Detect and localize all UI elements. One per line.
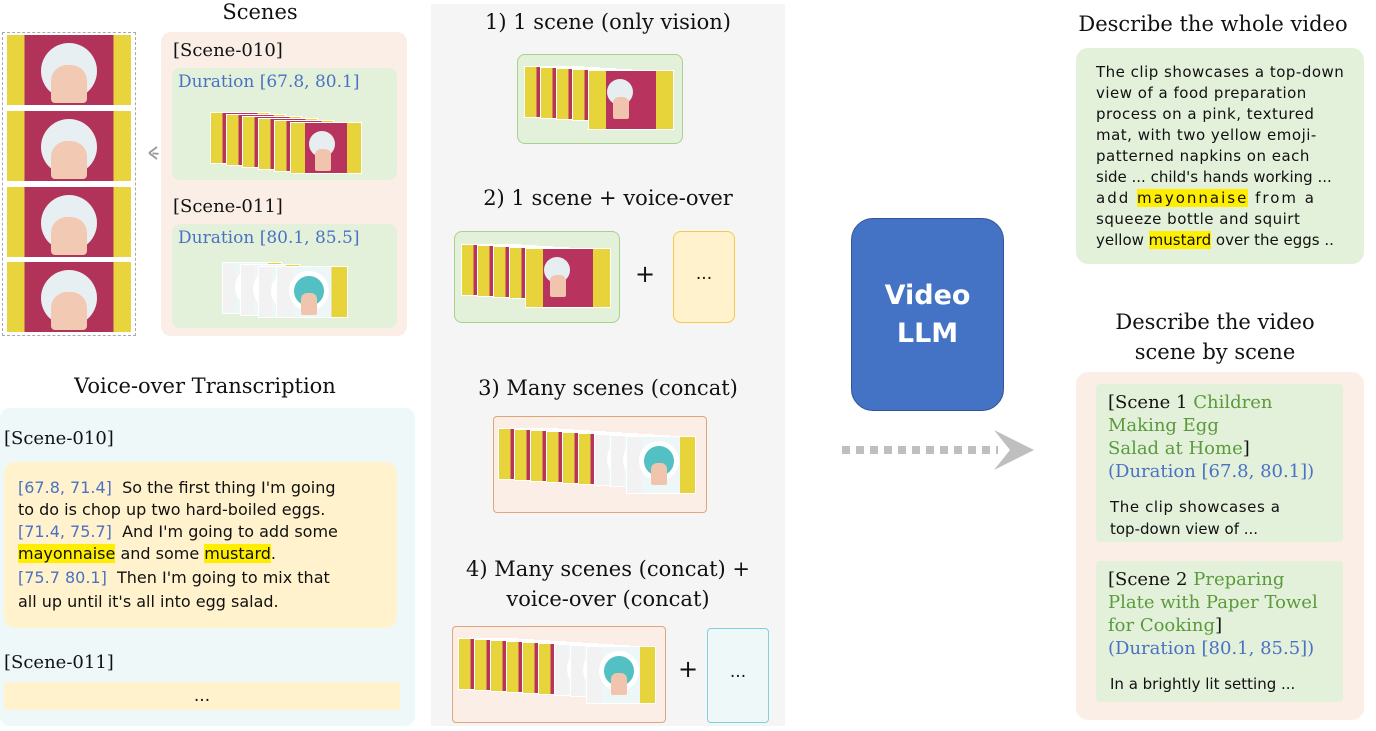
scene-2-close: ]: [1215, 615, 1223, 636]
voiceover-line-5: [75.7 80.1] Then I'm going to mix that: [18, 568, 330, 587]
scene-010-label: [Scene-010]: [173, 40, 283, 61]
scene-1-name: Salad at Home: [1108, 438, 1243, 459]
output-arrow: [842, 430, 1034, 470]
method-4-title-line1: 4) Many scenes (concat) +: [466, 557, 750, 581]
scene-1-name: Making Egg: [1108, 415, 1219, 436]
whole-video-line: process on a pink, textured: [1096, 105, 1315, 123]
scene-1-card: [1096, 384, 1343, 542]
whole-video-line: squeeze bottle and squirt: [1096, 210, 1301, 228]
scene-1-duration: (Duration [67.8, 80.1]): [1108, 461, 1315, 482]
method-4-voiceover-box: [707, 628, 769, 723]
whole-video-line: side ... child's hands working ...: [1096, 168, 1332, 186]
whole-video-card: [1076, 48, 1364, 264]
scene-2-name: Preparing: [1193, 569, 1285, 590]
scene-2-name: Plate with Paper Towel: [1108, 592, 1318, 613]
scene-1-text-line: top-down view of ...: [1110, 520, 1259, 538]
voiceover-line-3: [71.4, 75.7] And I'm going to add some: [18, 522, 338, 541]
voiceover-scene-011-card: [4, 682, 400, 710]
scenes-title: Scenes: [222, 0, 298, 24]
scene-2-duration: (Duration [80.1, 85.5]): [1108, 638, 1315, 659]
whole-video-text: The clip showcases a top-down view of a …: [1096, 62, 1344, 251]
method-2-plus: +: [635, 260, 656, 288]
scene-by-scene-title-line2: scene by scene: [1134, 340, 1296, 364]
method-4-voiceover-text: ...: [729, 662, 747, 682]
method-1-title: 1) 1 scene (only vision): [485, 10, 731, 34]
highlight-mustard: mustard: [204, 544, 271, 563]
method-2-voiceover-text: ...: [695, 264, 713, 284]
method-4-title-line2: voice-over (concat): [506, 587, 710, 611]
whole-video-line: yellow mustard over the eggs ..: [1096, 230, 1344, 251]
video-llm-box: [851, 218, 1004, 411]
transcript-text: .: [270, 544, 276, 563]
text: from a: [1255, 189, 1316, 207]
scene-2-prefix: [Scene 2: [1108, 569, 1188, 590]
method-3-title: 3) Many scenes (concat): [478, 376, 738, 400]
scene-011-duration: Duration [80.1, 85.5]: [178, 228, 360, 248]
scene-frame-strip: [2, 32, 136, 336]
scene-1-close: ]: [1242, 438, 1250, 459]
transcript-text: So the first thing I'm going: [122, 478, 336, 497]
method-4-plus: +: [678, 655, 699, 683]
highlight-mayonnaise: mayonnaise: [1137, 189, 1249, 207]
text: add: [1096, 189, 1131, 207]
scene-2-name: for Cooking: [1108, 615, 1216, 636]
transcript-text: and some: [120, 544, 200, 563]
scene-1-name: Children: [1193, 392, 1273, 413]
video-llm-label-line2: LLM: [896, 318, 959, 349]
method-2-title: 2) 1 scene + voice-over: [483, 186, 733, 210]
voiceover-scene-010-label: [Scene-010]: [4, 428, 114, 449]
whole-video-line: patterned napkins on each: [1096, 147, 1310, 165]
voiceover-line-2: to do is chop up two hard-boiled eggs.: [18, 500, 326, 519]
transcript-text: And I'm going to add some: [122, 522, 338, 541]
scene-frame-2: [7, 111, 131, 181]
text: yellow: [1096, 231, 1144, 249]
whole-video-line: mat, with two yellow emoji-: [1096, 126, 1317, 144]
voiceover-scene-011-label: [Scene-011]: [4, 652, 114, 673]
scene-frame-3: [7, 187, 131, 257]
transcript-text: Then I'm going to mix that: [117, 568, 330, 587]
whole-video-line: add mayonnaise from a: [1096, 188, 1344, 209]
scene-1-text-line: The clip showcases a: [1110, 498, 1281, 516]
scene-010-duration: Duration [67.8, 80.1]: [178, 72, 360, 92]
scene-1-heading: [Scene 1 Children Making Egg Salad at Ho…: [1108, 391, 1314, 483]
voiceover-title: Voice-over Transcription: [74, 374, 336, 398]
whole-video-title: Describe the whole video: [1078, 12, 1348, 36]
scene-by-scene-title-line1: Describe the video: [1115, 310, 1315, 334]
highlight-mayonnaise: mayonnaise: [18, 544, 116, 563]
scene-frame-1: [7, 35, 131, 105]
scene-1-text: The clip showcases a top-down view of ..…: [1110, 496, 1281, 540]
whole-video-line: view of a food preparation: [1096, 84, 1307, 102]
scene-2-card: [1096, 561, 1343, 702]
timestamp: [67.8, 71.4]: [18, 478, 112, 497]
voiceover-line-1: [67.8, 71.4] So the first thing I'm goin…: [18, 478, 336, 497]
voiceover-line-4: mayonnaise and some mustard.: [18, 544, 276, 563]
scene-011-label: [Scene-011]: [173, 196, 283, 217]
scene-2-text: In a brightly lit setting ...: [1110, 675, 1296, 693]
scene-1-prefix: [Scene 1: [1108, 392, 1188, 413]
voiceover-line-6: all up until it's all into egg salad.: [18, 592, 279, 611]
timestamp: [75.7 80.1]: [18, 568, 107, 587]
scene-frame-4: [7, 262, 131, 332]
scene-2-heading: [Scene 2 Preparing Plate with Paper Towe…: [1108, 568, 1318, 660]
whole-video-line: The clip showcases a top-down: [1096, 63, 1345, 81]
video-llm-label-line1: Video: [884, 280, 971, 311]
voiceover-scene-011-text: ...: [193, 686, 211, 706]
method-2-voiceover-box: [673, 231, 735, 323]
text: over the eggs ..: [1215, 231, 1334, 249]
timestamp: [71.4, 75.7]: [18, 522, 112, 541]
highlight-mustard: mustard: [1148, 231, 1212, 249]
